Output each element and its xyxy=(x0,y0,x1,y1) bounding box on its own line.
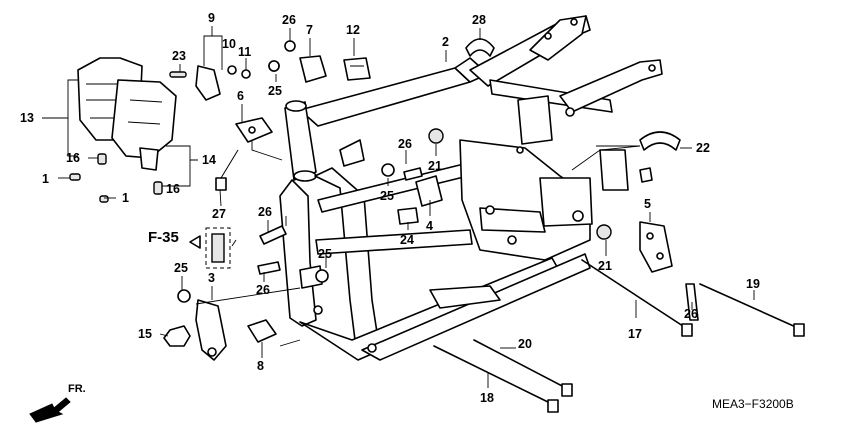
reference-part-box xyxy=(205,227,231,269)
callout-8: 8 xyxy=(257,359,264,373)
callout-1: 1 xyxy=(122,191,129,205)
callout-1: 1 xyxy=(42,172,49,186)
leader-lines xyxy=(42,26,755,388)
bracket-5 xyxy=(639,221,673,273)
callout-26: 26 xyxy=(258,205,272,219)
reference-arrow xyxy=(189,235,201,249)
callout-labels: 1 1 2 3 4 5 6 7 8 9 10 11 12 13 14 15 16… xyxy=(20,11,760,405)
callout-17: 17 xyxy=(628,327,642,341)
bracket-6 xyxy=(235,117,273,143)
long-bolt-20 xyxy=(473,339,573,397)
nut-25 xyxy=(177,60,395,303)
callout-6: 6 xyxy=(237,89,244,103)
callout-12: 12 xyxy=(346,23,360,37)
callout-16: 16 xyxy=(66,151,80,165)
long-bolt-19 xyxy=(699,283,805,337)
callout-10: 10 xyxy=(222,37,236,51)
small-rubber-parts xyxy=(69,71,187,203)
callout-7: 7 xyxy=(306,23,313,37)
frame-body xyxy=(279,15,663,361)
collar-8 xyxy=(247,319,277,343)
plate-4 xyxy=(415,175,443,207)
front-direction-arrow-icon xyxy=(29,397,71,423)
callout-18: 18 xyxy=(480,391,494,405)
callout-23: 23 xyxy=(172,49,186,63)
callout-26: 26 xyxy=(282,13,296,27)
callout-26: 26 xyxy=(256,283,270,297)
callout-25: 25 xyxy=(268,84,282,98)
clip-24 xyxy=(397,207,419,225)
long-bolt-17 xyxy=(581,259,693,337)
callout-20: 20 xyxy=(518,337,532,351)
callout-4: 4 xyxy=(426,219,433,233)
callout-15: 15 xyxy=(138,327,152,341)
front-direction-label: FR. xyxy=(68,383,86,395)
callout-22: 22 xyxy=(696,141,710,155)
band-22 xyxy=(639,131,681,151)
long-bolt-18 xyxy=(433,345,559,413)
bolt-26 xyxy=(257,167,699,321)
battery-box-cover xyxy=(77,57,177,171)
band-28 xyxy=(465,38,495,57)
nut-15 xyxy=(163,325,191,347)
callout-21: 21 xyxy=(428,159,442,173)
callout-25: 25 xyxy=(174,261,188,275)
callout-25: 25 xyxy=(318,247,332,261)
callout-25: 25 xyxy=(380,189,394,203)
callout-28: 28 xyxy=(472,13,486,27)
callout-27: 27 xyxy=(212,207,226,221)
callout-26: 26 xyxy=(684,307,698,321)
bolt-27 xyxy=(215,149,239,191)
callout-26: 26 xyxy=(398,137,412,151)
callout-3: 3 xyxy=(208,271,215,285)
callout-14: 14 xyxy=(202,153,216,167)
callout-11: 11 xyxy=(238,45,251,59)
callout-9: 9 xyxy=(208,11,215,25)
callout-13: 13 xyxy=(20,111,34,125)
callout-24: 24 xyxy=(400,233,414,247)
reference-label: F-35 xyxy=(148,229,179,246)
clamp-12 xyxy=(343,57,371,81)
callout-2: 2 xyxy=(442,35,449,49)
rubber-bushing-21 xyxy=(428,128,612,240)
bracket-3 xyxy=(195,299,227,361)
drawing-code: MEA3−F3200B xyxy=(712,397,794,411)
callout-19: 19 xyxy=(746,277,760,291)
callout-21: 21 xyxy=(598,259,612,273)
callout-5: 5 xyxy=(644,197,651,211)
callout-16: 16 xyxy=(166,182,180,196)
